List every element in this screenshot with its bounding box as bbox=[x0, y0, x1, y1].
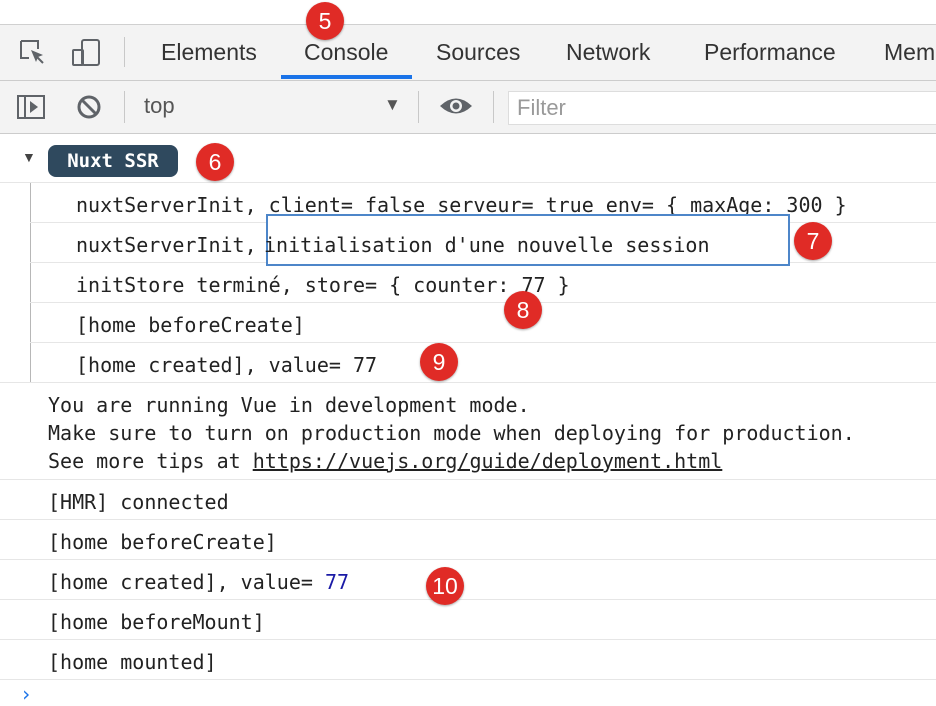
show-sidebar-icon[interactable] bbox=[16, 94, 46, 125]
log-line: [home mounted] bbox=[0, 640, 936, 680]
log-text: nuxtServerInit, client= false serveur= t… bbox=[76, 193, 847, 217]
console-group-header[interactable]: ▼ bbox=[0, 134, 936, 183]
context-dropdown-icon[interactable]: ▼ bbox=[384, 95, 401, 114]
tab-sources[interactable]: Sources bbox=[436, 39, 521, 65]
active-tab-indicator bbox=[281, 75, 412, 79]
console-prompt-icon[interactable]: › bbox=[20, 682, 33, 706]
live-expression-eye-icon[interactable] bbox=[438, 93, 474, 124]
devtools-tab-bar: Elements Console Sources Network Perform… bbox=[0, 25, 936, 81]
console-toolbar: top ▼ bbox=[0, 81, 936, 134]
callout-10: 10 bbox=[426, 567, 464, 605]
log-number-value: 77 bbox=[324, 570, 350, 594]
group-indent-line bbox=[30, 183, 31, 382]
warning-line-prefix: See more tips at bbox=[48, 449, 253, 473]
log-text: initStore terminé, store= { counter: 77 … bbox=[76, 273, 570, 297]
tab-memory[interactable]: Mem bbox=[884, 39, 936, 65]
tab-performance[interactable]: Performance bbox=[704, 39, 836, 65]
log-line: nuxtServerInit, client= false serveur= t… bbox=[30, 183, 936, 223]
log-line: [home created], value= 77 bbox=[30, 343, 936, 382]
log-text: nuxtServerInit, bbox=[76, 233, 257, 257]
log-line: [home created], value= 77 bbox=[0, 560, 936, 600]
expand-triangle-icon[interactable]: ▼ bbox=[22, 149, 36, 165]
callout-9: 9 bbox=[420, 343, 458, 381]
tab-elements[interactable]: Elements bbox=[161, 39, 257, 65]
callout-6: 6 bbox=[196, 143, 234, 181]
log-text-highlighted: initialisation d'une nouvelle session bbox=[264, 233, 710, 257]
filter-input[interactable] bbox=[509, 92, 917, 124]
toolbar-separator bbox=[418, 91, 419, 123]
toolbar-separator bbox=[124, 91, 125, 123]
log-text: [home beforeCreate] bbox=[48, 530, 277, 554]
log-text: [home mounted] bbox=[48, 650, 217, 674]
log-line: [home beforeMount] bbox=[0, 600, 936, 640]
callout-8: 8 bbox=[504, 291, 542, 329]
top-strip bbox=[0, 0, 936, 25]
warning-line: You are running Vue in development mode. bbox=[48, 393, 530, 417]
log-line: [home beforeCreate] bbox=[0, 520, 936, 560]
log-line: initStore terminé, store= { counter: 77 … bbox=[30, 263, 936, 303]
log-text: [home created], value= 77 bbox=[48, 570, 349, 594]
callout-5: 5 bbox=[306, 2, 344, 40]
log-text: [home beforeMount] bbox=[48, 610, 265, 634]
log-text-prefix: [home created], value= bbox=[48, 570, 325, 594]
clear-console-icon[interactable] bbox=[76, 94, 102, 125]
log-text: [home created], value= 77 bbox=[76, 353, 378, 377]
vue-dev-mode-message: You are running Vue in development mode.… bbox=[0, 383, 936, 480]
tab-separator bbox=[124, 37, 125, 67]
vue-deployment-link[interactable]: https://vuejs.org/guide/deployment.html bbox=[252, 449, 723, 473]
device-toolbar-icon[interactable] bbox=[70, 37, 102, 74]
log-line: [home beforeCreate] bbox=[30, 303, 936, 343]
log-line: [HMR] connected bbox=[0, 480, 936, 520]
callout-7: 7 bbox=[794, 222, 832, 260]
tab-console[interactable]: Console bbox=[304, 39, 389, 65]
warning-line: Make sure to turn on production mode whe… bbox=[48, 421, 855, 445]
context-selector[interactable]: top bbox=[144, 93, 175, 118]
filter-box[interactable] bbox=[508, 91, 936, 125]
inspect-element-icon[interactable] bbox=[18, 38, 48, 73]
log-text: [HMR] connected bbox=[48, 490, 229, 514]
nuxt-ssr-badge: Nuxt SSR bbox=[48, 145, 178, 177]
toolbar-separator bbox=[493, 91, 494, 123]
group-end-divider bbox=[0, 382, 936, 383]
warning-line: See more tips at https://vuejs.org/guide… bbox=[48, 449, 722, 473]
highlight-box bbox=[266, 214, 790, 266]
tab-network[interactable]: Network bbox=[566, 39, 651, 65]
log-text: [home beforeCreate] bbox=[76, 313, 305, 337]
